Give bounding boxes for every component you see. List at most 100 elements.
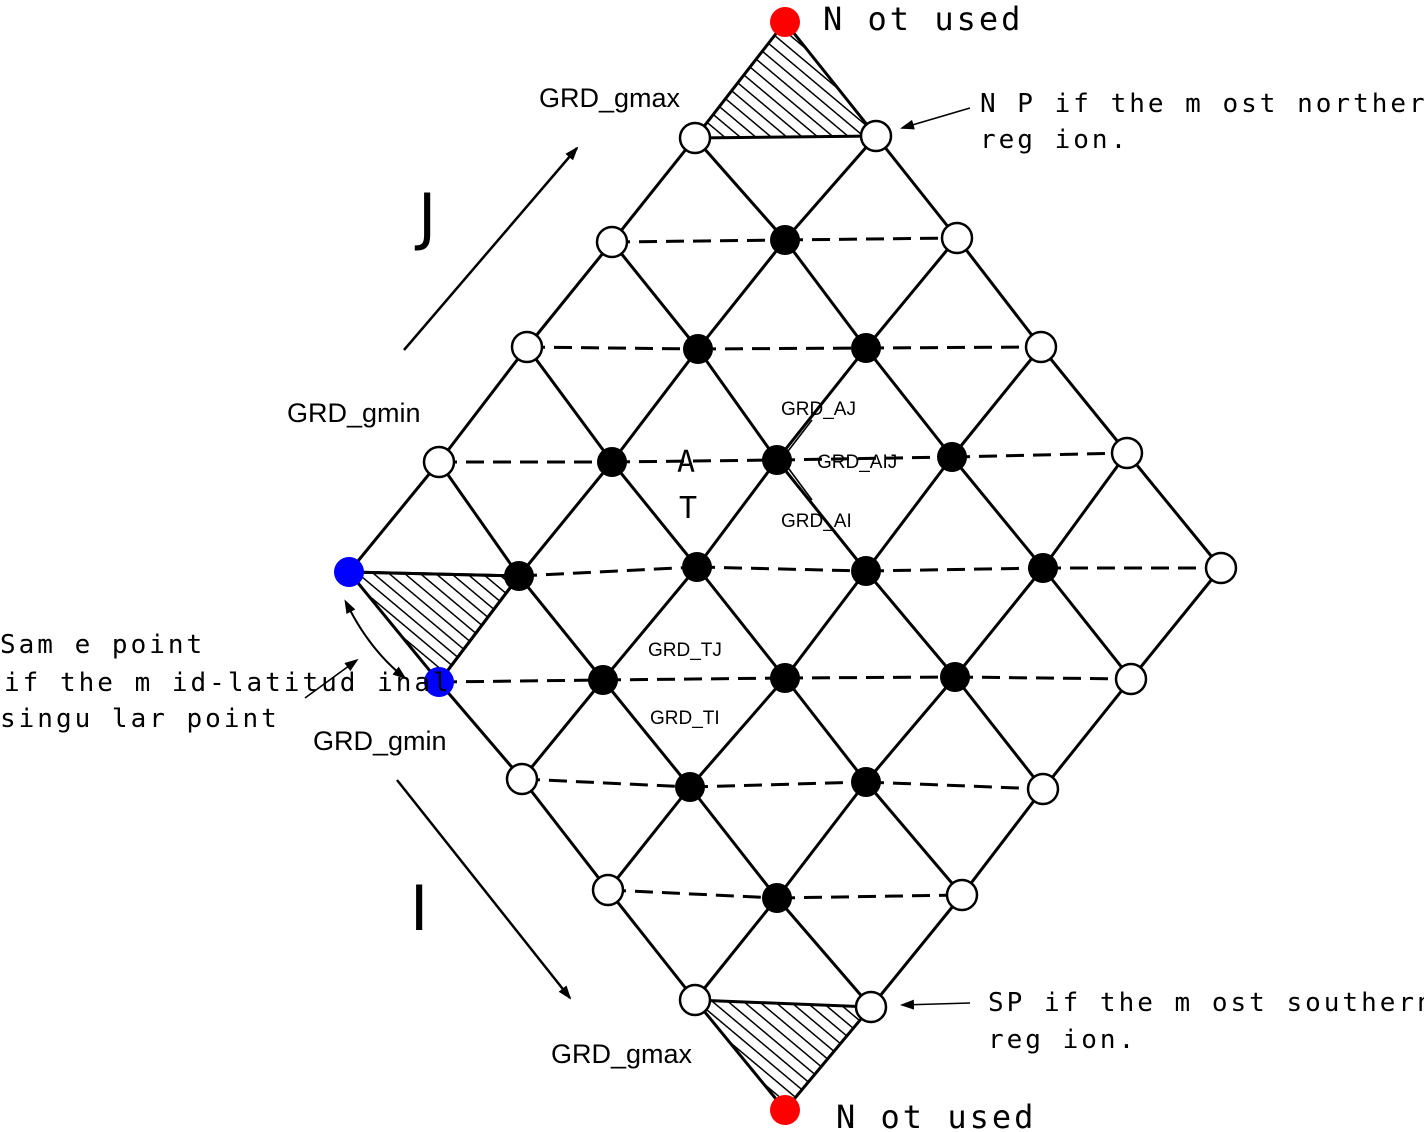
grid-edge [1039,346,1129,454]
grid-node-halo [1204,551,1238,585]
grid-edge [1125,452,1223,569]
grid-node-interior [770,225,800,255]
grid-node-interior [597,447,627,477]
grid-edge-dashed [865,345,1042,350]
np-line1: N P if the m ost northern [980,89,1424,119]
grid-edge [1041,678,1133,790]
grid-node-interior [762,883,792,913]
grid-node-interior [682,552,712,582]
grid-edge [437,461,521,577]
grid-edge [517,461,614,577]
grid-node-interior [851,333,881,363]
grid-node-interior [675,772,705,802]
same-point-double-arrow [344,599,407,680]
grid-edge [525,346,614,463]
grid-edge [950,456,1045,569]
grid-edge [864,237,959,349]
grid-edge [864,676,957,783]
grid-edge [525,241,614,348]
grid-edge-dashed [865,566,1044,573]
grid-edge [783,239,868,349]
grid-node-interior [940,662,970,692]
grd-ai-label: GRD_AI [781,511,852,532]
grid-edge [775,781,868,899]
grid-node-interior [683,334,713,364]
grid-edge [869,894,964,1008]
grid-edge-dashed [865,780,1044,791]
grid-edge [864,781,964,896]
sp-pointer-arrow [900,999,971,1010]
grid-edges-dashed [438,236,1221,900]
grid-edge [953,676,1045,790]
grid-edge-dashed [954,675,1132,681]
grid-node-halo [854,990,888,1024]
grid-edge [696,239,787,350]
gmax-top-label: GRD_gmax [539,83,681,113]
grid-edge [610,461,699,568]
grid-edge [1041,452,1129,569]
grid-edge [864,347,954,458]
grid-edge [775,459,868,572]
grid-node-interior [1028,553,1058,583]
grid-edge [693,897,779,1001]
grid-edge [517,575,605,681]
grid-edge [610,137,697,243]
not-used-node-bottom [770,1095,800,1125]
grid-edge [864,570,957,678]
grid-edge [437,681,524,780]
hatch-top [691,19,880,140]
grid-node-halo [678,121,712,155]
grid-edge [1129,567,1223,680]
grid-edge [610,348,700,463]
grid-edge [520,778,610,891]
grid-node-interior [851,767,881,797]
grid-edge [1041,567,1133,680]
grid-edge [960,788,1045,896]
grid-edge [874,135,959,239]
grid-node-halo [1026,772,1060,806]
grid-edge [601,679,692,788]
grid-node-halo [1114,662,1148,696]
hatch-bottom [691,998,875,1113]
grid-edge-dashed [776,893,963,900]
same-point-line3: singu lar point [0,704,280,734]
grid-edge [693,137,787,241]
grid-node-halo [1110,436,1144,470]
grid-node-halo [595,225,629,259]
j-direction-arrow [403,146,579,351]
not-used-bottom-label: N ot used [836,1098,1036,1132]
grid-edge-dashed [784,675,956,680]
grid-edge [437,575,521,683]
grid-edge [864,456,954,572]
grid-edge [783,677,868,783]
grid-edge [953,567,1045,678]
grid-edge [606,889,697,1001]
gmax-bottom-label: GRD_gmax [551,1039,693,1069]
np-line2: reg ion. [980,125,1129,155]
not-used-node-top [770,7,800,37]
grid-edge [696,348,779,461]
grid-edges-solid [347,135,1223,1008]
grid-node-interior [504,561,534,591]
grid-edge [688,677,787,788]
grid-edge [610,241,700,350]
same-point-line1: Sam e point [0,630,205,660]
grid-node-halo [945,878,979,912]
grid-edge-dashed [689,780,867,789]
grid-node-halo [510,330,544,364]
hatch-left [345,570,522,685]
grd-aij-label: GRD_AIJ [817,452,897,473]
grd-ti-label: GRD_TI [650,708,720,729]
grid-node-halo [678,983,712,1017]
grid-edge [783,570,868,679]
grid-edge [688,786,779,899]
sp-line1: SP if the m ost southern [988,988,1424,1018]
grid-nodes [334,7,1238,1125]
grid-node-interior [588,665,618,695]
grid-node-halo [505,762,539,796]
grid-edge [955,237,1043,348]
grid-edge-dashed [697,346,867,351]
grid-edge [606,786,692,891]
grid-node-interior [770,663,800,693]
